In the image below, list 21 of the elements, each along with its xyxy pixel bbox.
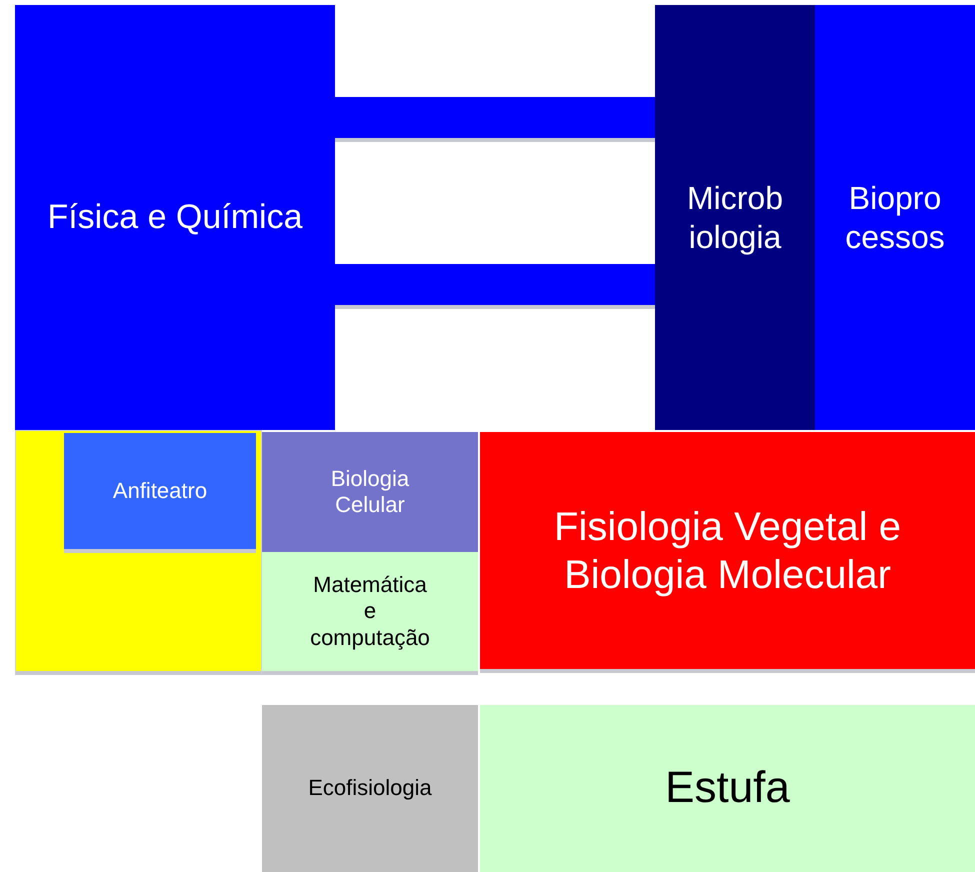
room-label: Microb iologia xyxy=(686,179,784,256)
corridor-bar xyxy=(335,264,655,309)
room-block xyxy=(815,5,975,430)
room-label: Biologia Celular xyxy=(330,466,410,518)
room-block xyxy=(480,705,975,872)
room-block xyxy=(15,5,335,430)
room-label: Ecofisiologia xyxy=(308,775,432,802)
room-label: Anfiteatro xyxy=(112,478,208,504)
room-label: Estufa xyxy=(665,762,790,814)
room-block xyxy=(655,5,815,430)
corridor-bar xyxy=(335,97,655,142)
room-block xyxy=(64,433,256,553)
yard-area xyxy=(15,430,262,675)
room-label: Biopro cessos xyxy=(844,179,946,256)
room-block xyxy=(480,432,975,673)
room-block xyxy=(262,705,478,872)
room-label: Matemática e computação xyxy=(309,572,431,652)
room-label: Fisiologia Vegetal e Biologia Molecular xyxy=(553,504,902,598)
room-label: Física e Química xyxy=(47,197,303,238)
room-block xyxy=(262,552,478,675)
room-block xyxy=(262,432,478,552)
